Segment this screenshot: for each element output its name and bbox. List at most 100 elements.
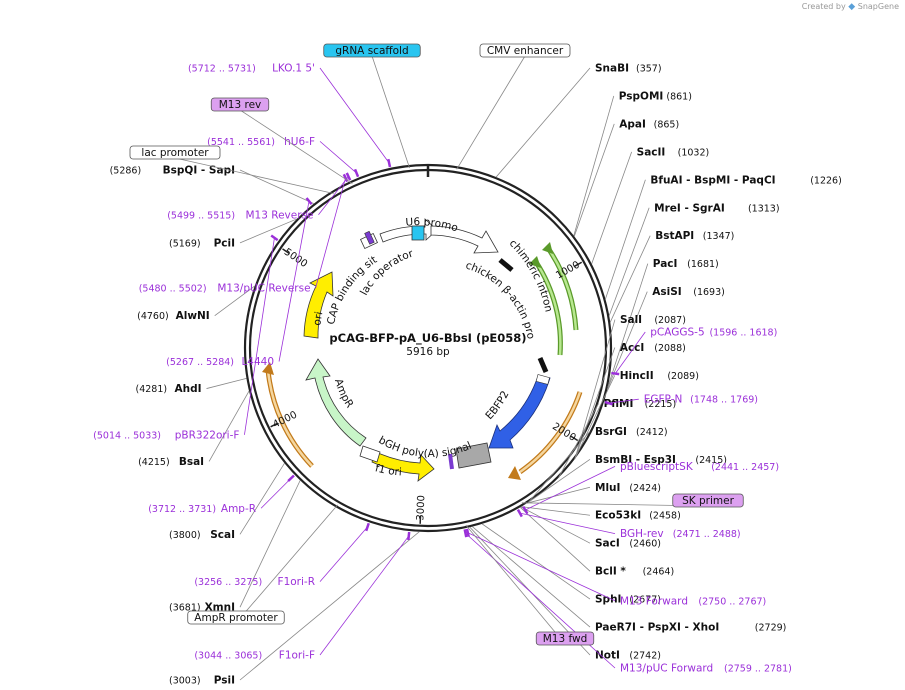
site-mlui[interactable]: MluI(2424): [595, 482, 661, 494]
site-leader-line: [605, 179, 646, 300]
primer-lko-1-5[interactable]: LKO.1 5'(5712 .. 5731): [188, 63, 315, 75]
site-sacii[interactable]: SacII(1032): [637, 146, 710, 158]
site-name: BfuAI - BspMI - PaqCI: [650, 174, 775, 186]
primer-coord: (2759 .. 2781): [724, 664, 792, 675]
primer-f1ori-f[interactable]: F1ori-F(3044 .. 3065): [194, 650, 315, 662]
boxed-lac-promoter[interactable]: lac promoter: [129, 145, 221, 160]
site-pspomi[interactable]: PspOMI(861): [619, 90, 692, 102]
feature-ampr-arrow[interactable]: [305, 358, 367, 447]
boxed-grna-scaffold[interactable]: gRNA scaffold: [323, 43, 421, 58]
primer-m13-puc-reverse[interactable]: M13/pUC Reverse(5480 .. 5502): [139, 283, 311, 295]
site-mrei-sgrai[interactable]: MreI - SgrAI(1313): [654, 202, 779, 214]
site-eco53ki[interactable]: Eco53kI(2458): [595, 510, 681, 522]
site-name: SnaBI: [595, 63, 629, 75]
feature-ori-arrow[interactable]: [303, 271, 334, 339]
primer-leader-line: [278, 201, 310, 362]
site-name: PaeR7I - PspXI - XhoI: [595, 622, 719, 634]
feature-label-ori: ori: [311, 311, 325, 327]
site-paci[interactable]: PacI(1681): [653, 258, 719, 270]
primer-m13-forward[interactable]: M13 Forward(2750 .. 2767): [620, 595, 766, 607]
primer-hu6-f[interactable]: hU6-F(5541 .. 5561): [207, 136, 315, 148]
site-snabi[interactable]: SnaBI(357): [595, 63, 662, 75]
site-bspqi-sapi[interactable]: BspQI - SapI(5286): [110, 165, 235, 177]
site-ahdi[interactable]: AhdI (4281): [136, 383, 202, 395]
site-bsrgi[interactable]: BsrGI(2412): [595, 426, 668, 438]
site-paer7i-pspxi-xhoi[interactable]: PaeR7I - PspXI - XhoI(2729): [595, 622, 786, 634]
site-bfuai-bspmi-paqci[interactable]: BfuAI - BspMI - PaqCI(1226): [650, 174, 841, 186]
primer-name: F1ori-R: [278, 576, 315, 588]
site-coord: (3800): [169, 530, 201, 541]
site-name: BsaI: [179, 456, 204, 468]
boxed-m13-rev[interactable]: M13 rev: [210, 97, 270, 112]
site-name: PspOMI: [619, 90, 664, 102]
site-saci[interactable]: SacI(2460): [595, 538, 661, 550]
site-sali[interactable]: SalI(2087): [620, 314, 686, 326]
feature-bgh-polya-box[interactable]: [455, 442, 492, 469]
site-bsai[interactable]: BsaI(4215): [138, 456, 204, 468]
primer-name: F1ori-F: [279, 650, 315, 662]
feature-grna-scaffold[interactable]: [411, 225, 425, 241]
site-name: PciI: [214, 237, 235, 249]
tick-mark: [574, 261, 583, 267]
site-leader-line: [239, 480, 301, 608]
primer-coord: (1596 .. 1618): [709, 328, 777, 339]
site-hincii[interactable]: HincII(2089): [620, 370, 699, 382]
primer-f1ori-r[interactable]: F1ori-R (3256 .. 3275): [194, 576, 315, 588]
site-psii[interactable]: PsiI(3003): [169, 675, 235, 687]
primer-coord: (3256 .. 3275): [194, 577, 262, 588]
site-pcii[interactable]: PciI(5169): [169, 237, 235, 249]
primer-bgh-rev[interactable]: BGH-rev(2471 .. 2488): [620, 528, 741, 540]
site-coord: (4281): [136, 384, 168, 395]
feature-f1-ori-arrow[interactable]: [371, 451, 435, 482]
primer-l4440[interactable]: L4440(5267 .. 5284): [166, 356, 274, 368]
primer-coord: (5267 .. 5284): [166, 357, 234, 368]
site-acci[interactable]: AccI(2088): [620, 342, 686, 354]
site-coord: (1032): [678, 147, 710, 158]
primer-pbluescriptsk[interactable]: pBluescriptSK(2441 .. 2457): [620, 461, 779, 473]
primer-coord: (5014 .. 5033): [93, 430, 161, 441]
feature-chicken-actin-promoter-arrow[interactable]: [430, 225, 499, 254]
primer-amp-r[interactable]: Amp-R(3712 .. 3731): [148, 503, 256, 515]
primer-coord: (3712 .. 3731): [148, 504, 216, 515]
feature-orange-arc-right-fill: [519, 391, 582, 474]
site-leader-line: [608, 207, 650, 316]
primer-m13-reverse[interactable]: M13 Reverse(5499 .. 5515): [167, 209, 313, 221]
site-scai[interactable]: ScaI(3800): [169, 529, 235, 541]
boxed-ampr-promoter[interactable]: AmpR promoter: [187, 610, 285, 625]
site-bsmbi-esp3i[interactable]: BsmBI - Esp3I(2415): [595, 454, 727, 466]
primer-m13-puc-forward[interactable]: M13/pUC Forward (2759 .. 2781): [620, 663, 792, 675]
boxed-m13-fwd[interactable]: M13 fwd: [535, 631, 595, 646]
site-name: AhdI: [174, 383, 201, 395]
primer-name: pBR322ori-F: [175, 429, 240, 441]
boxed-label-box: [187, 610, 285, 625]
primer-pcaggs-5[interactable]: pCAGGS-5(1596 .. 1618): [650, 327, 777, 339]
site-noti[interactable]: NotI(2742): [595, 650, 661, 662]
site-name: AccI: [620, 342, 644, 354]
boxed-cmv-enhancer[interactable]: CMV enhancer: [479, 43, 571, 58]
site-apai[interactable]: ApaI(865): [619, 118, 679, 130]
arrowhead-icon: [529, 256, 541, 268]
boxed-label-box: [672, 493, 744, 508]
plasmid-title: pCAG-BFP-pA_U6-BbsI (pE058): [329, 331, 526, 346]
feature-ebfp2-arrow[interactable]: [488, 375, 551, 449]
site-alwni[interactable]: AlwNI(4760): [137, 310, 210, 322]
primer-leader-line: [608, 398, 639, 404]
primer-mark: [407, 531, 411, 541]
boxed-sk-primer[interactable]: SK primer: [672, 493, 744, 508]
site-coord: (2415): [695, 455, 727, 466]
site-sphi[interactable]: SphI(2677): [595, 594, 661, 606]
site-coord: (2087): [654, 315, 686, 326]
primer-name: M13/pUC Forward: [620, 663, 713, 675]
site-name: PacI: [653, 258, 678, 270]
site-asisi[interactable]: AsiSI(1693): [652, 286, 725, 298]
site-bcli[interactable]: BclI *(2464): [595, 566, 674, 578]
feature-label-ampr: AmpR: [332, 377, 356, 410]
site-name: NotI: [595, 650, 620, 662]
site-bstapi[interactable]: BstAPI(1347): [655, 230, 734, 242]
boxed-leader-line: [371, 55, 410, 169]
primer-pbr322ori-f[interactable]: pBR322ori-F (5014 .. 5033): [93, 429, 239, 441]
site-name: SphI: [595, 594, 621, 606]
primer-egfp-n[interactable]: EGFP-N(1748 .. 1769): [644, 394, 758, 406]
site-leader-line: [239, 462, 285, 535]
tick-label: 3000: [415, 495, 427, 521]
